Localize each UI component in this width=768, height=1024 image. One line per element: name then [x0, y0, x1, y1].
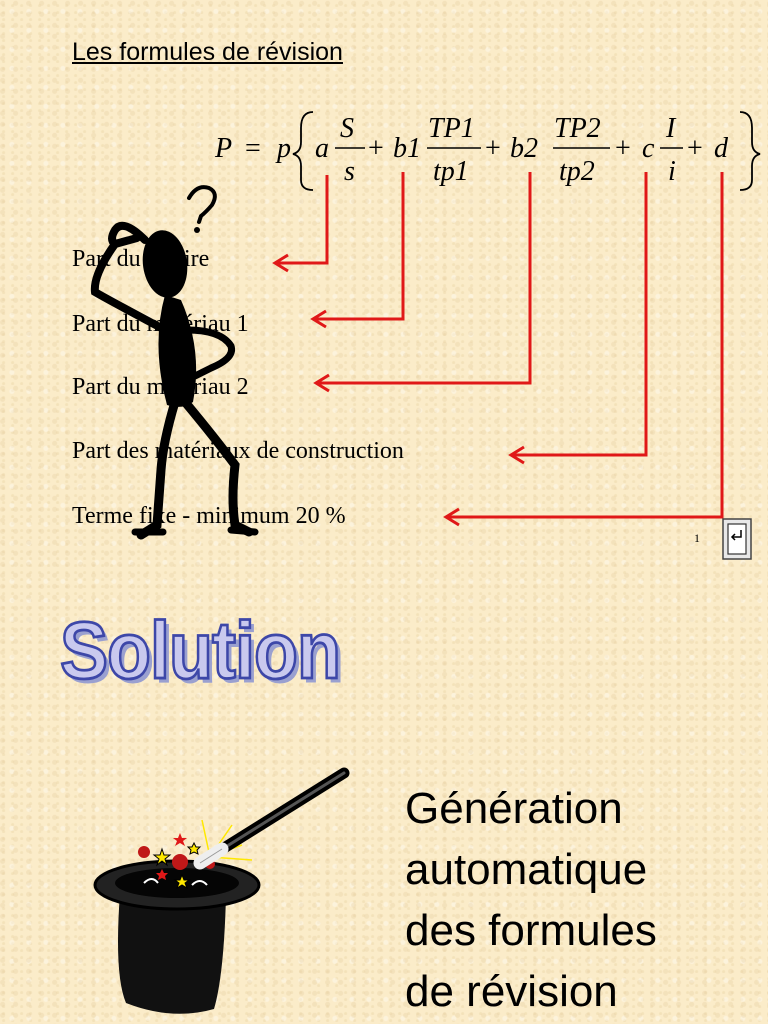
part-materiau-2-label: Part du matériau 2	[72, 374, 249, 400]
formula-den-i-lower: i	[668, 156, 676, 187]
magic-hat-icon	[93, 767, 350, 1014]
return-button-icon[interactable]	[722, 518, 752, 560]
formula-p: p	[275, 133, 291, 164]
formula-plus: +	[368, 133, 384, 164]
arrow-materiaux-construction	[513, 172, 648, 457]
formula-plus: +	[485, 133, 501, 164]
formula-right-brace	[739, 111, 761, 191]
formula-plus: +	[687, 133, 703, 164]
arrow-head	[508, 445, 525, 465]
formula-num-s-upper: S	[340, 113, 354, 144]
arrow-materiau-1	[315, 172, 405, 321]
formula-equals: =	[245, 133, 261, 164]
formula-den-tp1: tp1	[433, 156, 469, 187]
formula-coef-b1: b1	[393, 133, 421, 164]
formula-coef-b2: b2	[510, 133, 538, 164]
formula-den-s-lower: s	[344, 156, 355, 187]
generation-line-2: automatique	[405, 845, 648, 894]
page-title: Les formules de révision	[72, 38, 343, 66]
formula-num-i-upper: I	[665, 113, 677, 144]
formula-left-brace	[292, 111, 314, 191]
arrow-head	[313, 373, 330, 393]
generation-text: Génération automatique des formules de r…	[405, 778, 745, 1022]
formula-coef-c: c	[642, 133, 655, 164]
slide-number: 1	[694, 531, 700, 545]
formula-num-tp2: TP2	[554, 113, 601, 144]
arrow-head	[272, 253, 289, 273]
thinking-person-icon	[90, 185, 259, 540]
formula-plus: +	[615, 133, 631, 164]
part-materiaux-construction-label: Part des matériaux de construction	[72, 438, 404, 464]
terme-fixe-label: Terme fixe - minimum 20 %	[72, 503, 346, 529]
generation-line-3: des formules	[405, 906, 657, 955]
solution-title: Solution	[59, 605, 342, 697]
generation-line-4: de révision	[405, 967, 618, 1016]
formula-den-tp2: tp2	[559, 156, 595, 187]
arrow-materiau-2	[318, 172, 532, 385]
revision-formula: P = p a S s + b1 TP1 tp1 + b2 TP2 tp2 + …	[214, 111, 761, 191]
formula-constant-d: d	[714, 133, 729, 164]
connector-arrows	[272, 172, 724, 527]
magic-wand-icon	[193, 767, 350, 870]
arrow-head	[310, 309, 327, 329]
arrow-salaire	[277, 175, 329, 265]
formula-num-tp1: TP1	[428, 113, 475, 144]
arrow-terme-fixe	[448, 172, 724, 519]
formula-lhs: P	[214, 133, 232, 164]
arrow-head	[443, 507, 460, 527]
generation-line-1: Génération	[405, 784, 623, 833]
question-mark-icon	[187, 185, 217, 233]
formula-coef-a: a	[315, 133, 329, 164]
